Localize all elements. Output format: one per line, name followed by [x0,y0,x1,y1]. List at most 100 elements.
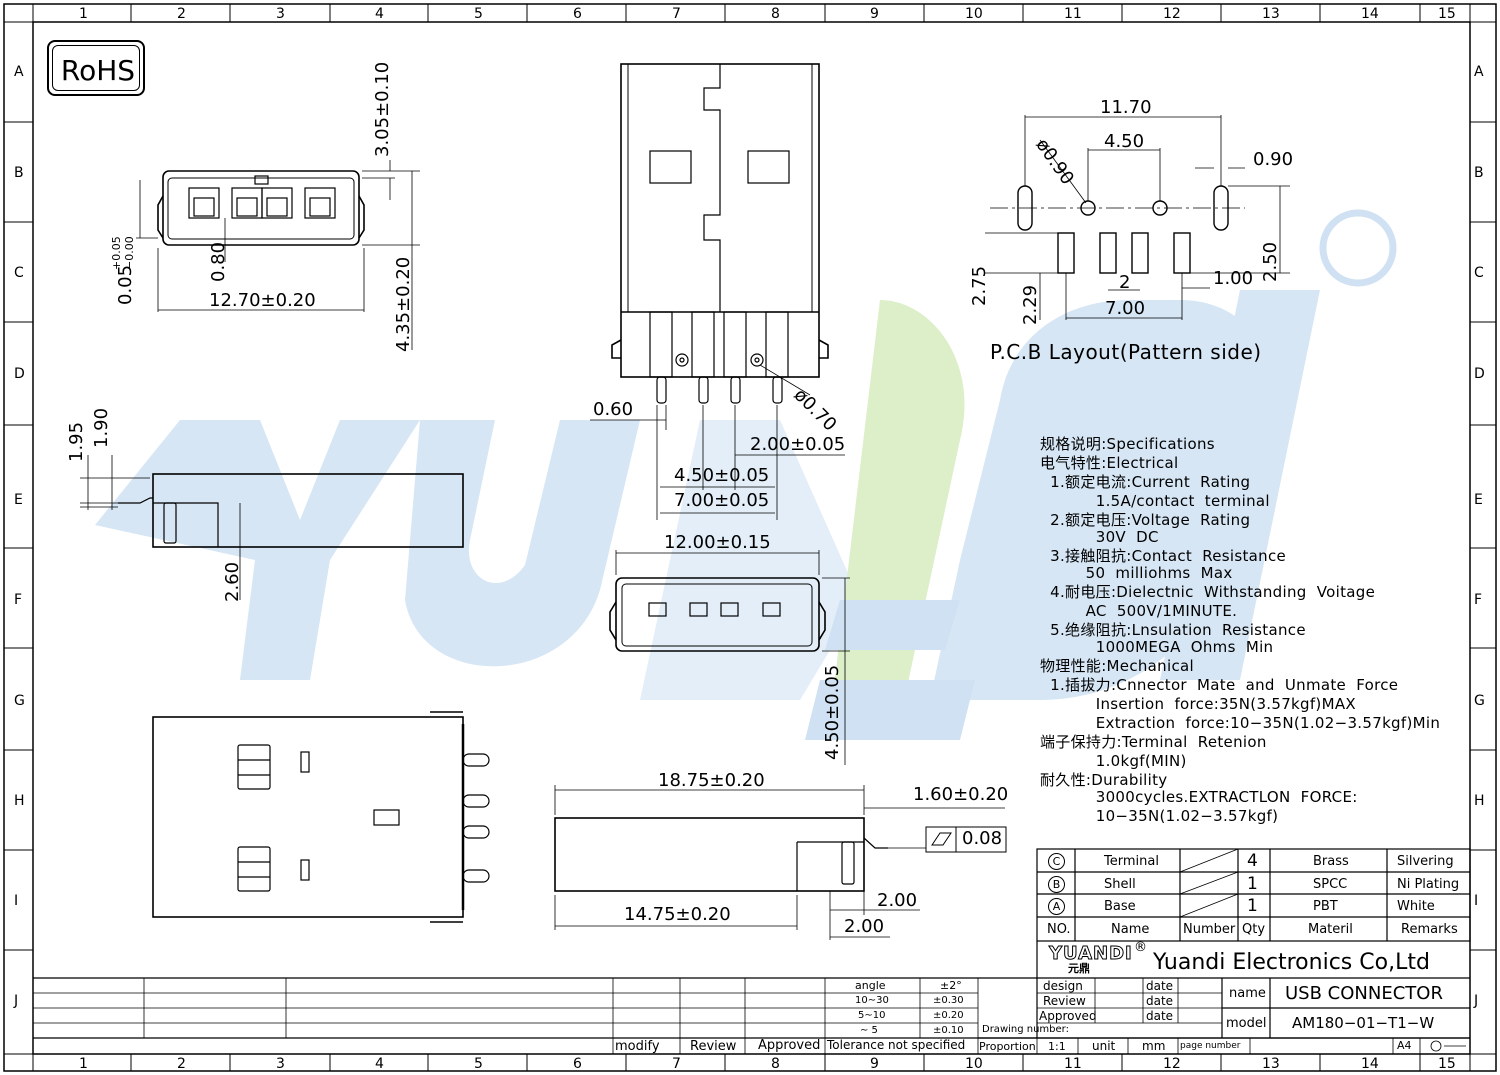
zone-col-5-t: 5 [474,6,483,22]
zone-row-G-r: G [1474,693,1485,709]
dim-top-edge: 0.60 [593,399,634,420]
zone-col-9-t: 9 [870,6,879,22]
zone-col-15-b: 15 [1438,1056,1456,1072]
tb-model-value: AM180−01−T1−W [1292,1014,1435,1032]
dim-front-tol-minus: −0.00 [123,236,136,270]
zone-row-A-l: A [14,64,24,80]
logo-text: YUANDI [1049,943,1133,964]
pcb-w-holes: 4.50 [1104,131,1145,152]
zone-row-H-l: H [14,793,25,809]
spec-line: 3.接触阻抗:Contact Resistance [1040,547,1287,565]
bom-header-name: Name [1111,922,1150,937]
zone-col-10-b: 10 [965,1056,983,1072]
zone-col-13-t: 13 [1262,6,1280,22]
zone-col-3-b: 3 [276,1056,285,1072]
bom-qty: 1 [1247,896,1258,916]
tb-page-number: page number [1180,1041,1241,1051]
pcb-pitch: 2 [1119,272,1131,293]
spec-line: 30V DC [1040,528,1159,546]
plan-view [152,711,490,923]
bom-header-material: Materil [1308,922,1353,937]
tb-review: Review [1043,994,1086,1008]
bom-name: Shell [1104,877,1136,892]
pcb-h-pad: 2.50 [1260,241,1281,282]
zone-row-J-l: J [14,993,19,1009]
spec-line: 10−35N(1.02−3.57kgf) [1040,807,1279,825]
tol-r3: ∼ 5 [860,1025,878,1036]
zone-col-1-b: 1 [79,1056,88,1072]
bom-name: Terminal [1104,854,1159,869]
spec-line: 规格说明:Specifications [1040,435,1215,453]
zone-row-H-r: H [1474,793,1485,809]
bom-grid [1036,848,1471,942]
pcb-span: 7.00 [1105,298,1146,319]
zone-col-8-b: 8 [771,1056,780,1072]
side-view [80,455,464,600]
dim-side-3: 2.60 [222,561,243,602]
tb-proportion-value: 1:1 [1048,1040,1066,1053]
company-name: Yuandi Electronics Co,Ltd [1153,950,1430,975]
zone-col-4-b: 4 [375,1056,384,1072]
zone-col-11-b: 11 [1064,1056,1082,1072]
bom-material: PBT [1313,899,1338,914]
zone-row-J-r: J [1474,993,1479,1009]
zone-ticks [4,4,1496,1071]
tol-r2-v: ±0.20 [933,1010,964,1021]
bom-header-no: NO. [1047,922,1071,937]
dim-top-outer-pitch: 7.00±0.05 [674,490,770,511]
dim-front-width: 12.70±0.20 [209,290,316,311]
spec-line: 端子保持力:Terminal Retenion [1040,733,1267,751]
tb-name-label: name [1229,986,1266,1001]
zone-row-E-r: E [1474,492,1483,508]
tol-angle-v: ±2° [940,979,962,992]
bom-header-remarks: Remarks [1401,922,1458,937]
tb-design: design [1043,979,1083,993]
spec-line: 1.插拔力:Cnnector Mate and Unmate Force [1040,676,1399,694]
spec-line: 1.额定电流:Current Rating [1040,473,1251,491]
zone-row-D-l: D [14,366,25,382]
zone-col-5-b: 5 [474,1056,483,1072]
zone-row-B-l: B [14,165,24,181]
bom-remarks: Silvering [1397,854,1454,869]
spec-line: AC 500V/1MINUTE. [1040,602,1238,620]
tol-r2: 5∼10 [858,1010,886,1021]
tb-drawing-number: Drawing number: [982,1024,1069,1035]
tb-name-value: USB CONNECTOR [1285,983,1443,1004]
spec-line: 耐久性:Durability [1040,771,1168,789]
tb-size: A4 [1397,1039,1412,1052]
zone-row-A-r: A [1474,64,1484,80]
spec-line: Extraction force:10−35N(1.02−3.57kgf)Min [1040,714,1441,732]
bom-header-qty: Qty [1242,922,1266,937]
zone-col-6-b: 6 [573,1056,582,1072]
zone-col-13-b: 13 [1262,1056,1280,1072]
tb-unit: unit [1092,1039,1116,1053]
logo-registered: ® [1134,940,1147,955]
pcb-pad-low: 2.29 [1020,284,1041,325]
zone-col-15-t: 15 [1438,6,1456,22]
dim-mid-height: 4.50±0.05 [822,664,843,760]
zone-col-14-t: 14 [1361,6,1379,22]
zone-col-14-b: 14 [1361,1056,1379,1072]
dim-bot-length2: 14.75±0.20 [624,904,731,925]
bom-material: SPCC [1313,877,1348,892]
zone-row-C-l: C [14,265,24,281]
dim-side-1: 1.95 [66,421,87,462]
profile-view [554,785,1007,940]
zone-col-7-b: 7 [672,1056,681,1072]
bom-header-number: Number [1183,922,1236,937]
tb-date-1: date [1146,979,1174,993]
bom-qty: 4 [1247,851,1258,871]
zone-row-I-r: I [1474,893,1479,909]
dim-bot-a: 2.00 [877,890,918,911]
dim-side-2: 1.90 [91,407,112,448]
front-view [136,160,420,350]
bom-no-circle: A [1048,898,1065,915]
dim-bot-flatness: 0.08 [962,828,1003,849]
spec-line: 5.绝缘阻抗:Lnsulation Resistance [1040,621,1306,639]
spec-line: 1.5A/contact terminal [1040,492,1270,510]
spec-line: 物理性能:Mechanical [1040,657,1194,675]
zone-col-7-t: 7 [672,6,681,22]
zone-col-11-t: 11 [1064,6,1082,22]
sheet-frame [3,3,1497,1072]
